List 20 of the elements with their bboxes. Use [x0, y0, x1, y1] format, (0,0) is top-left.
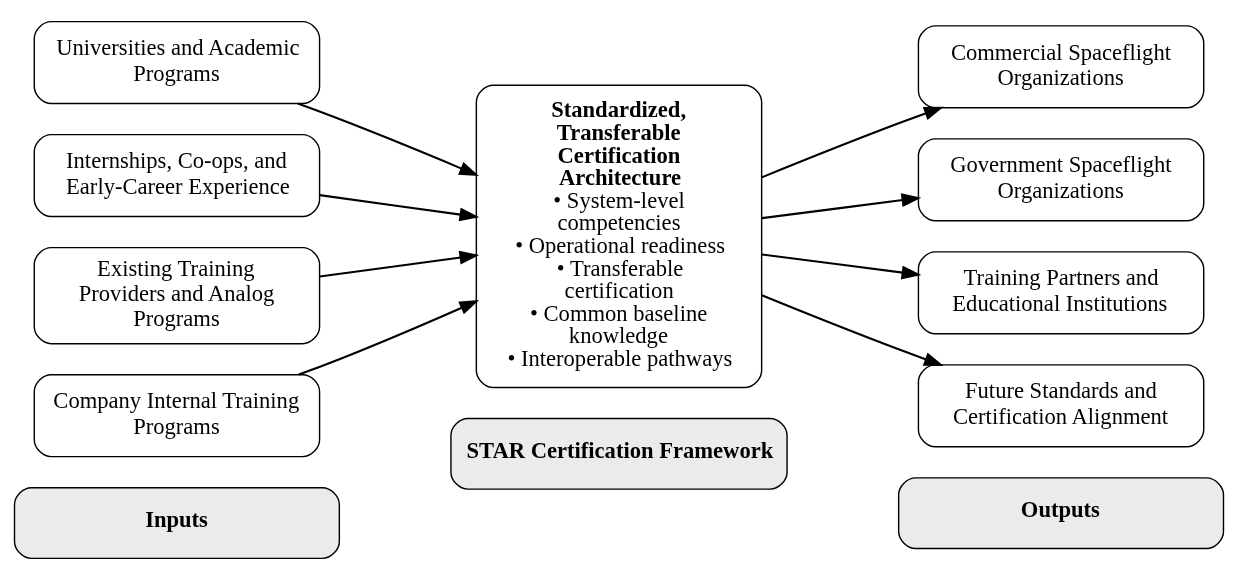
node-box: Internships, Co-ops, and Early-Career Experience	[33, 133, 321, 218]
node-box: Company Internal Training Programs	[33, 374, 321, 458]
arrow	[298, 300, 480, 376]
node-box: Standardized, Transferable Certification Architecture • System-level competencies • Operational readiness • Transferable certification • Common baseline knowledge • Interoperable pathways	[475, 84, 763, 389]
node-box: Universities and Academic Programs	[33, 20, 321, 105]
node-box: Government Spaceflight Organizations	[917, 138, 1205, 222]
node-box: STAR Certification Framework	[450, 417, 788, 490]
node-box: Outputs	[897, 477, 1225, 550]
arrow	[761, 106, 944, 179]
arrow	[761, 193, 922, 220]
node-box: Commercial Spaceflight Organizations	[917, 25, 1205, 109]
node-box: Inputs	[13, 487, 341, 560]
arrow	[319, 250, 480, 278]
arrow	[319, 194, 480, 222]
node-box: Existing Training Providers and Analog Programs	[33, 246, 321, 345]
arrow	[761, 294, 944, 366]
arrow	[761, 253, 922, 280]
arrow	[297, 102, 479, 176]
node-box: Training Partners and Educational Institutions	[917, 251, 1205, 335]
node-box: Future Standards and Certification Alignment	[917, 364, 1205, 448]
